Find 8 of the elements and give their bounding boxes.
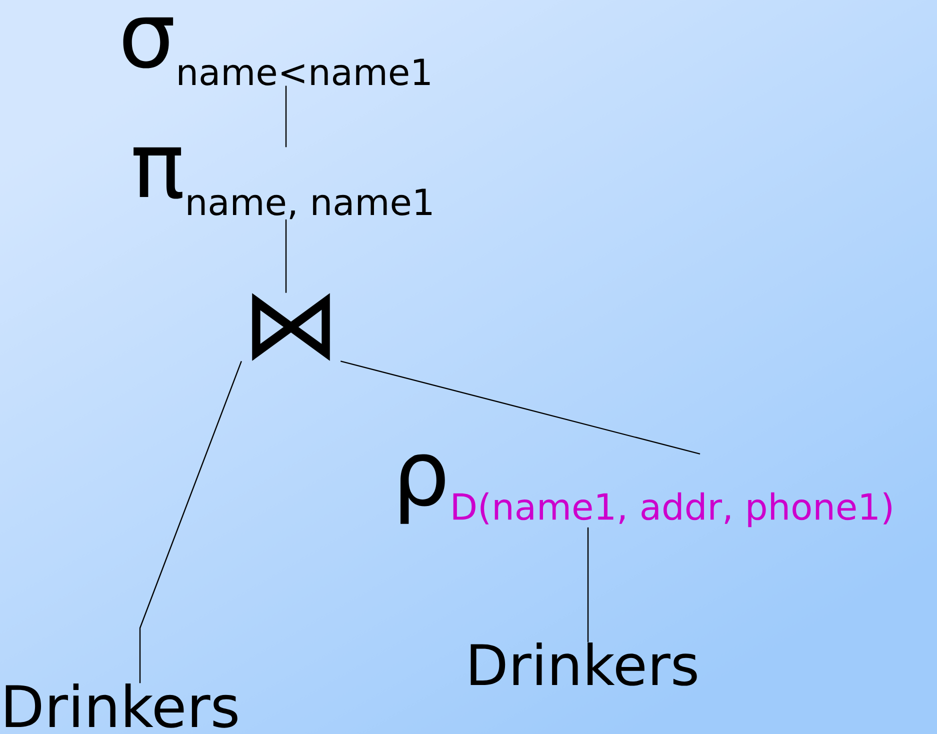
tree-edge xyxy=(587,527,589,642)
tree-edge xyxy=(139,360,242,684)
relation-label: Drinkers xyxy=(6,683,238,728)
relation-label: Drinkers xyxy=(470,642,697,686)
tree-edge xyxy=(285,219,287,293)
join-symbol: ⋈ xyxy=(252,293,330,361)
tree-edge xyxy=(340,360,700,455)
tree-edge xyxy=(285,86,287,148)
